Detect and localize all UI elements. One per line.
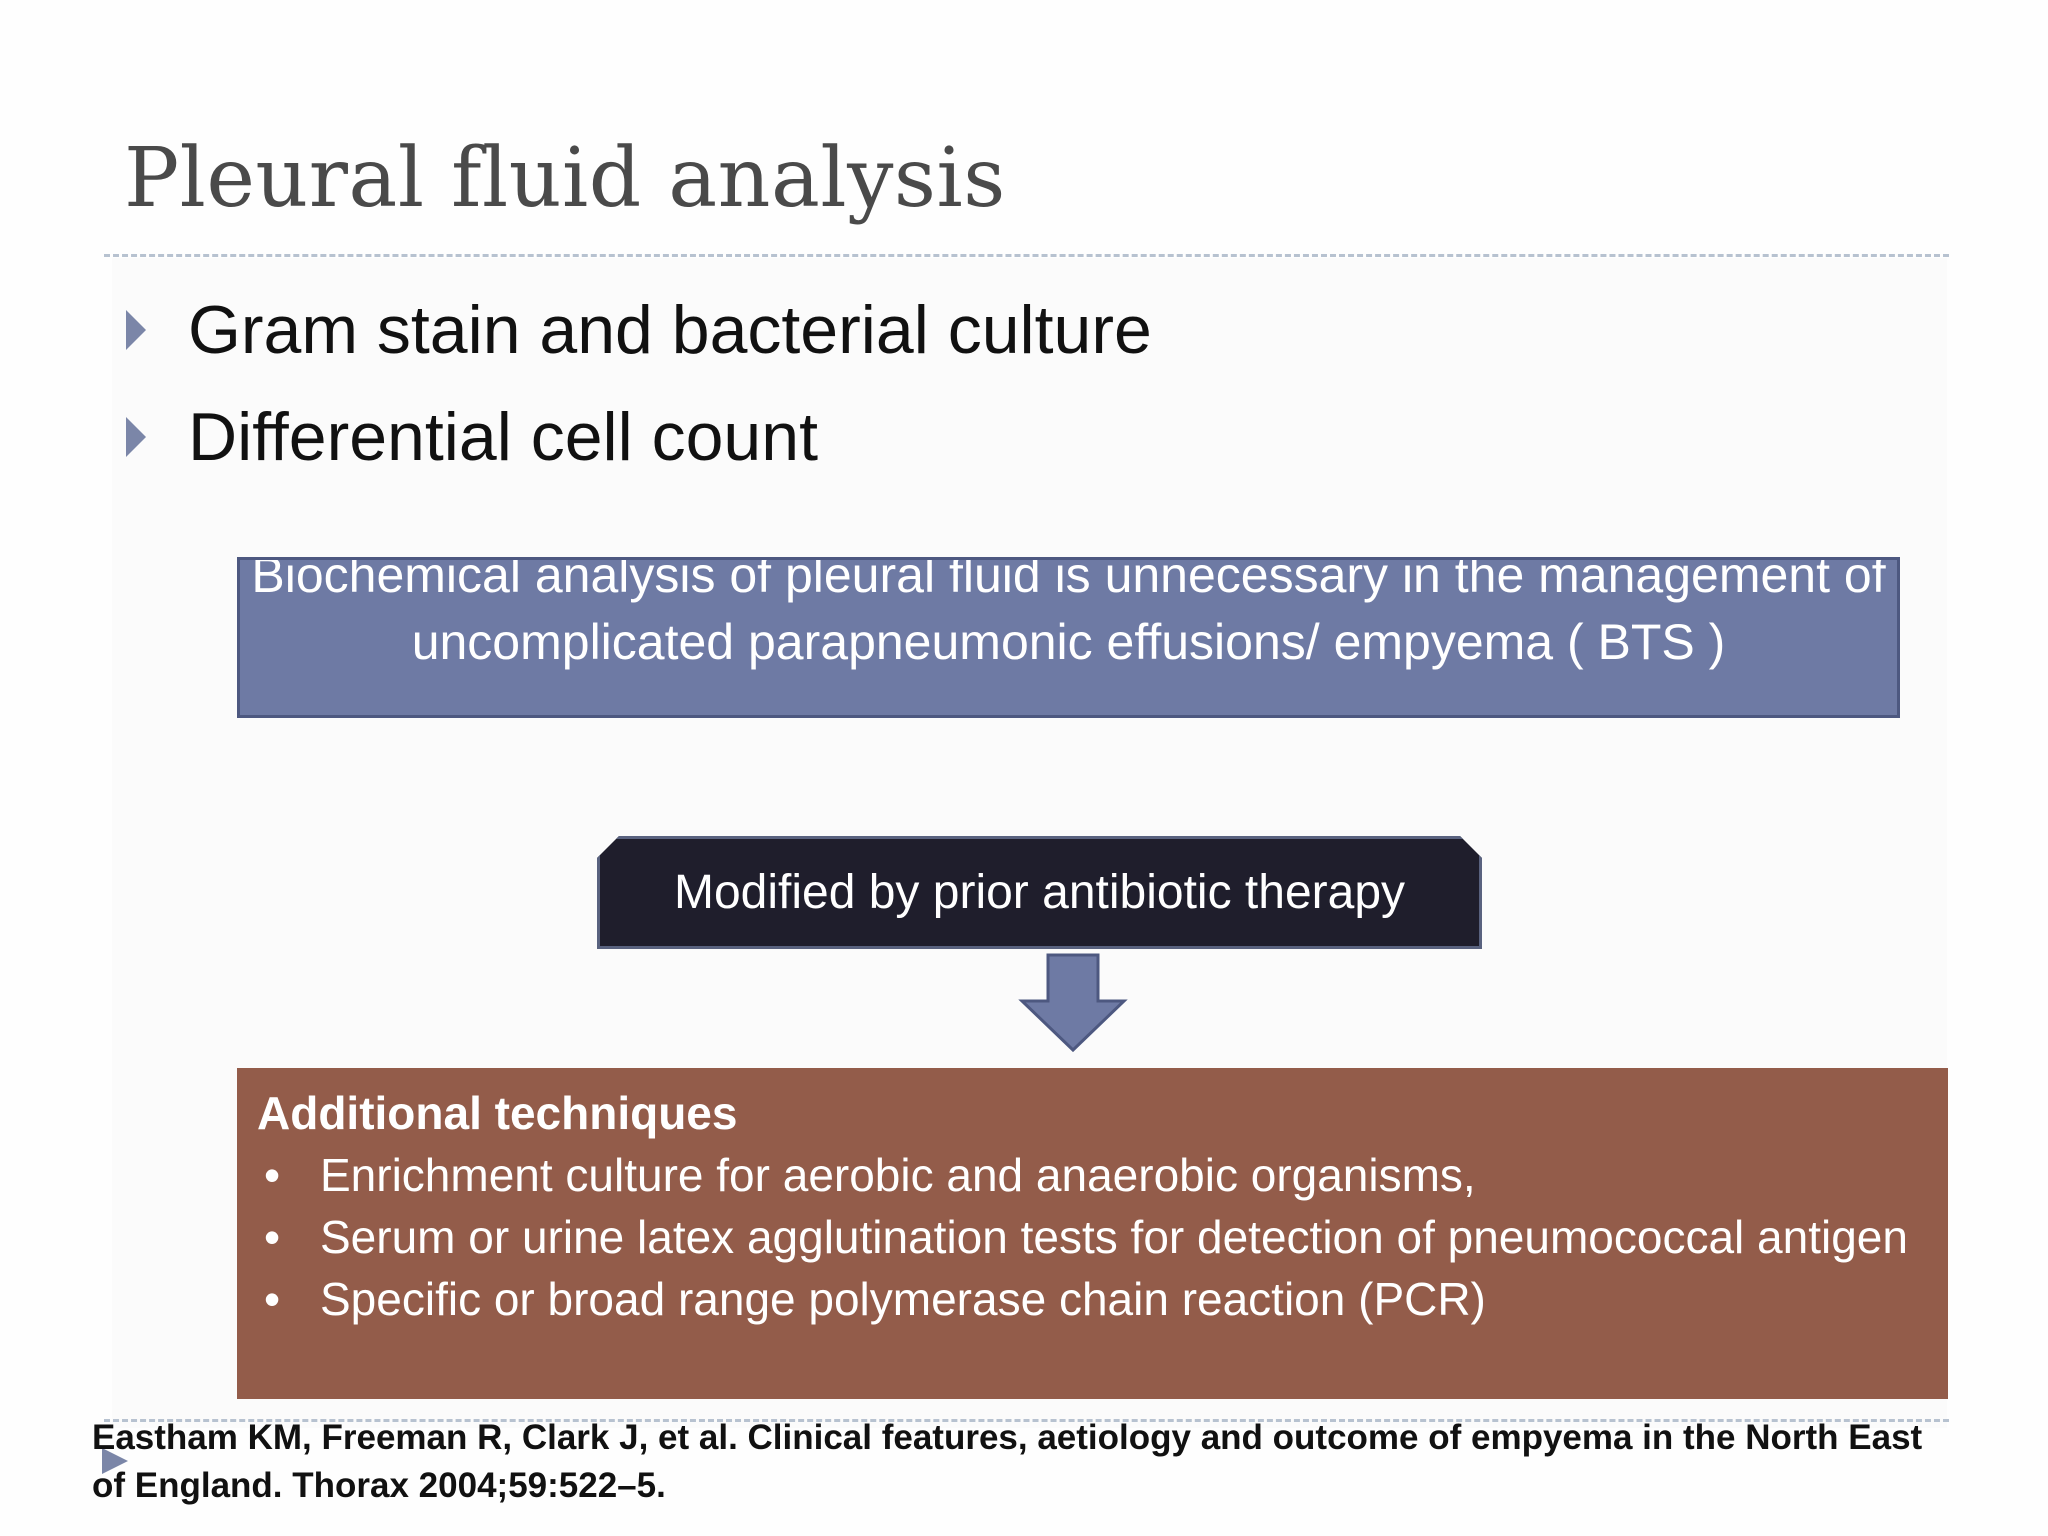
list-bullet: • — [263, 1211, 281, 1263]
nav-triangle-icon — [102, 1448, 128, 1474]
modified-by-antibiotics-text: Modified by prior antibiotic therapy — [673, 866, 1406, 919]
footer-divider — [104, 1419, 1949, 1422]
bullet-item: Differential cell count — [126, 395, 818, 479]
bullet-text: Gram stain and bacterial culture — [188, 292, 1152, 368]
citation: Eastham KM, Freeman R, Clark J, et al. C… — [92, 1418, 1923, 1505]
additional-techniques-heading: Additional techniques — [257, 1087, 738, 1139]
list-bullet: • — [263, 1149, 281, 1201]
additional-techniques-list: • Enrichment culture for aerobic and ana… — [257, 1144, 1928, 1330]
additional-techniques-box: Additional techniques • Enrichment cultu… — [237, 1068, 1948, 1399]
list-item-text: Enrichment culture for aerobic and anaer… — [320, 1149, 1476, 1201]
bullet-triangle-icon — [126, 417, 146, 457]
bts-recommendation-box: Biochemical analysis of pleural fluid is… — [237, 557, 1900, 718]
bullet-item: Gram stain and bacterial culture — [126, 288, 1152, 372]
list-item-text: Specific or broad range polymerase chain… — [320, 1273, 1486, 1325]
bullet-triangle-icon — [126, 310, 146, 350]
list-item: • Serum or urine latex agglutination tes… — [257, 1206, 1928, 1268]
bullet-text: Differential cell count — [188, 399, 818, 475]
slide-title: Pleural fluid analysis — [124, 131, 1006, 226]
list-item: • Specific or broad range polymerase cha… — [257, 1268, 1928, 1330]
title-divider — [104, 254, 1949, 257]
arrow-down-icon — [1018, 953, 1128, 1053]
bts-recommendation-text: Biochemical analysis of pleural fluid is… — [251, 557, 1886, 670]
list-item: • Enrichment culture for aerobic and ana… — [257, 1144, 1928, 1206]
list-bullet: • — [263, 1273, 281, 1325]
modified-by-antibiotics-box: Modified by prior antibiotic therapy — [597, 836, 1482, 949]
list-item-text: Serum or urine latex agglutination tests… — [320, 1211, 1908, 1263]
